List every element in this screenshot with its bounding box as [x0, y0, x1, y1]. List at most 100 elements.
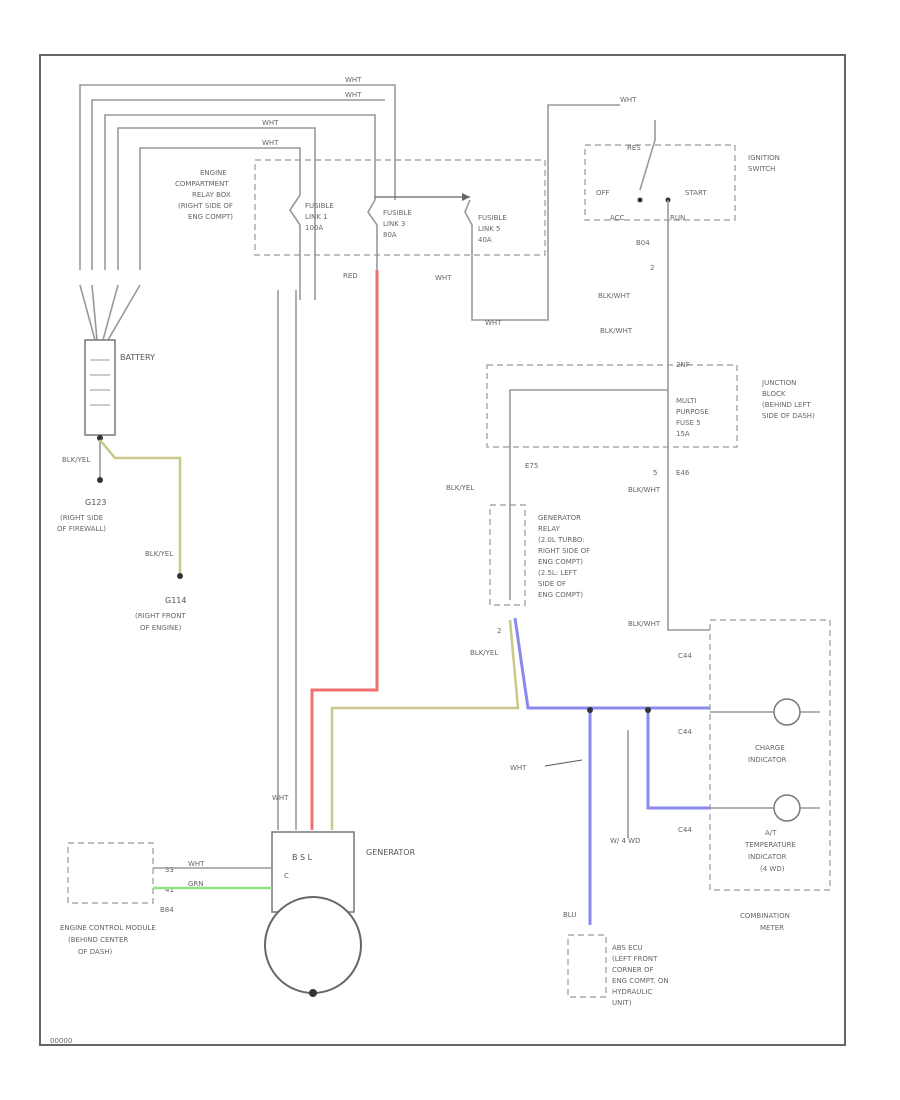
ground-location: OF FIREWALL)	[57, 525, 106, 533]
indicator-label: TEMPERATURE	[744, 841, 796, 849]
meter-label: METER	[760, 924, 784, 932]
diagram-frame	[39, 54, 846, 1046]
pin-label: 33	[165, 866, 174, 874]
pin-label: 41	[165, 886, 174, 894]
indicator-label: CHARGE	[755, 744, 785, 752]
relay-label: SIDE OF	[538, 580, 566, 588]
ground-wire-yellow	[99, 439, 182, 575]
note-label: W/ 4 WD	[610, 837, 641, 845]
connector-label: 2NF	[676, 361, 690, 369]
indicator-label: INDICATOR	[748, 756, 787, 764]
ground-point: G123	[85, 498, 106, 507]
wire-label: WHT	[620, 96, 637, 104]
connector-label: B84	[160, 906, 174, 914]
svg-text:LINK 3: LINK 3	[383, 220, 405, 228]
switch-pos: START	[685, 189, 707, 197]
fusible-link-1: FUSIBLE LINK 1 100A	[289, 194, 334, 300]
ecm-label: OF DASH)	[78, 948, 113, 956]
junction-label: JUNCTION	[761, 379, 796, 387]
relay-label: (2.5L: LEFT	[538, 569, 578, 577]
svg-text:LINK 1: LINK 1	[305, 213, 327, 221]
yellow-wire	[330, 619, 520, 830]
generator-relay	[489, 504, 526, 606]
wire-label: WHT	[345, 76, 362, 84]
wire-label: GRN	[188, 880, 204, 888]
abs-label: HYDRAULIC	[612, 988, 652, 996]
pin-label: C	[284, 872, 289, 880]
relay-label: ENG COMPT)	[538, 558, 583, 566]
combination-meter	[709, 619, 831, 891]
relay-label: RIGHT SIDE OF	[538, 547, 590, 555]
pin-label: 5	[653, 469, 657, 477]
charge-indicator-icon	[773, 698, 801, 726]
wire-label: WHT	[435, 274, 452, 282]
abs-label: ABS ECU	[612, 944, 643, 952]
relay-label: RELAY	[538, 525, 561, 533]
wire-label: WHT	[272, 794, 289, 802]
ground-location: (RIGHT FRONT	[135, 612, 186, 620]
ignition-label: IGNITION	[748, 154, 780, 162]
abs-label: (LEFT FRONT	[612, 955, 658, 963]
abs-label: UNIT)	[612, 999, 632, 1007]
abs-label: ENG COMPT. ON	[612, 977, 669, 985]
fusible-link-5: FUSIBLE LINK 5 40A	[464, 104, 620, 321]
relay-label: (2.0L TURBO:	[538, 536, 585, 544]
svg-text:FUSIBLE: FUSIBLE	[383, 209, 412, 217]
diagram-id: 00000	[50, 1037, 72, 1045]
ecm-label: ENGINE CONTROL MODULE	[60, 924, 156, 932]
ecm-label: (BEHIND CENTER	[68, 936, 128, 944]
connector-label: E46	[676, 469, 690, 477]
battery-feed-wires	[79, 84, 396, 341]
wire-label: WHT	[345, 91, 362, 99]
wire-label: BLK/WHT	[600, 327, 633, 335]
temperature-indicator-icon	[773, 794, 801, 822]
connector-label: E75	[525, 462, 538, 470]
relay-label: ENG COMPT)	[538, 591, 583, 599]
wire-label: RED	[343, 272, 358, 280]
fuse-label: FUSE 5	[676, 419, 701, 427]
svg-text:40A: 40A	[478, 236, 492, 244]
fuse-label: MULTI	[676, 397, 696, 405]
junction-block	[486, 364, 738, 448]
junction-label: SIDE OF DASH)	[762, 412, 815, 420]
wire-label: BLU	[563, 911, 576, 919]
wire-label: BLK/YEL	[470, 649, 498, 657]
connector-label: C44	[678, 652, 692, 660]
engine-control-module	[67, 842, 154, 904]
wire-label: WHT	[262, 119, 279, 127]
wire-label: BLK/YEL	[145, 550, 173, 558]
connector-label: B04	[636, 239, 650, 247]
fusible-link-3: FUSIBLE LINK 3 80A	[367, 193, 470, 270]
pin-label: 2	[497, 627, 501, 635]
switch-pos: RES	[627, 144, 641, 152]
abs-label: CORNER OF	[612, 966, 654, 974]
fuse-label: 15A	[676, 430, 690, 438]
wire-label: BLK/WHT	[628, 486, 661, 494]
ground-location: (RIGHT SIDE	[60, 514, 103, 522]
ground-point: G114	[165, 596, 186, 605]
svg-text:FUSIBLE: FUSIBLE	[305, 202, 334, 210]
relay-box-label: (RIGHT SIDE OF	[178, 202, 233, 210]
abs-ecu	[567, 934, 607, 998]
svg-text:FUSIBLE: FUSIBLE	[478, 214, 507, 222]
blue-wire	[513, 617, 710, 710]
red-wire	[310, 270, 379, 830]
pin-label: 2	[650, 264, 654, 272]
generator-symbol	[264, 896, 362, 994]
junction-label: (BEHIND LEFT	[762, 401, 811, 409]
relay-box-label: COMPARTMENT	[175, 180, 229, 188]
svg-text:100A: 100A	[305, 224, 323, 232]
blue-wire	[646, 712, 710, 810]
wire-label: WHT	[485, 319, 502, 327]
relay-label: GENERATOR	[538, 514, 581, 522]
connector-label: C44	[678, 728, 692, 736]
fuse-label: PURPOSE	[676, 408, 709, 416]
relay-box	[254, 159, 546, 256]
relay-box-label: ENG COMPT)	[188, 213, 233, 221]
wire-label: BLK/YEL	[62, 456, 90, 464]
battery-label: BATTERY	[120, 353, 155, 362]
switch-pos: OFF	[596, 189, 610, 197]
battery	[84, 339, 116, 436]
junction-label: BLOCK	[762, 390, 786, 398]
